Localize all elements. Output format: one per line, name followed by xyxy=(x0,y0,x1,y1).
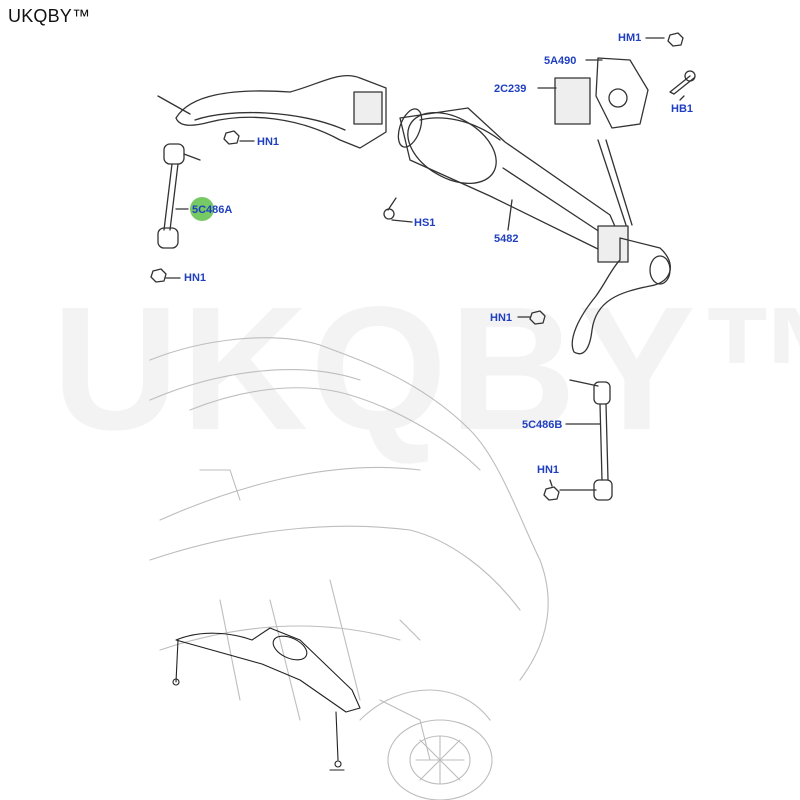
link-5c486a xyxy=(157,143,201,249)
callout-2c239[interactable]: 2C239 xyxy=(494,83,527,95)
leader-line xyxy=(157,95,191,115)
bushing-right xyxy=(597,225,629,263)
callout-hn1-mid[interactable]: HN1 xyxy=(490,312,513,324)
right-arm xyxy=(571,237,671,355)
left-arm xyxy=(175,74,387,149)
callout-hn1-top[interactable]: HN1 xyxy=(257,136,280,148)
overview-assembly xyxy=(172,627,361,771)
link-5c486b xyxy=(559,379,613,501)
nut-hn1-mid xyxy=(529,310,546,325)
callout-5a490[interactable]: 5A490 xyxy=(544,55,577,67)
bolt-hs1 xyxy=(387,197,397,211)
vehicle-outline xyxy=(149,337,549,800)
watermark: UKQBY™ xyxy=(52,268,800,470)
nut-hm1 xyxy=(667,32,684,47)
callout-5482[interactable]: 5482 xyxy=(494,233,519,245)
callout-5c486a[interactable]: 5C486A xyxy=(192,204,233,216)
callout-5c486b[interactable]: 5C486B xyxy=(522,419,563,431)
nut-hn1-low xyxy=(543,486,560,501)
clamp-5a490 xyxy=(595,57,649,129)
callout-hm1[interactable]: HM1 xyxy=(618,32,642,44)
callout-hs1[interactable]: HS1 xyxy=(414,217,436,229)
bushing-left xyxy=(353,91,383,125)
nut-hn1-left xyxy=(150,268,167,283)
brand-label: UKQBY™ xyxy=(8,6,91,26)
bushing-2c239 xyxy=(554,77,591,125)
bolt-hb1 xyxy=(669,75,695,95)
actuator-body xyxy=(407,111,497,185)
highlight-marker xyxy=(190,197,214,221)
callout-hn1-left[interactable]: HN1 xyxy=(184,272,207,284)
nut-hn1-top xyxy=(223,130,240,145)
callout-hn1-low[interactable]: HN1 xyxy=(537,464,560,476)
callout-hb1[interactable]: HB1 xyxy=(671,103,694,115)
